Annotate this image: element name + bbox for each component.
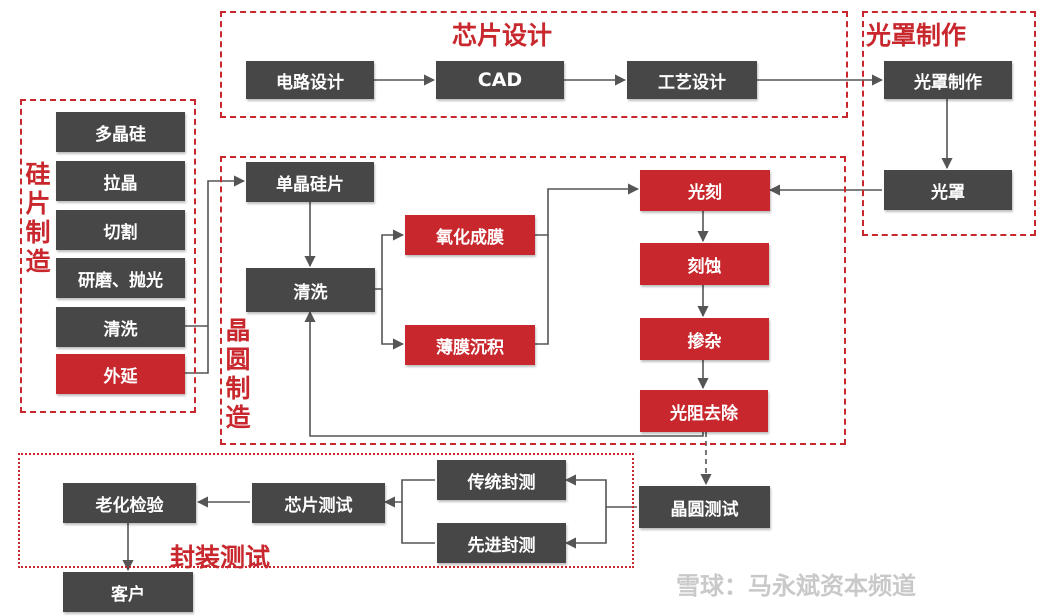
node-aging-test: 老化检验 xyxy=(63,483,196,523)
arrow-epitaxy-to-single-wafer xyxy=(185,175,246,374)
node-cleaning-silicon: 清洗 xyxy=(56,307,185,347)
node-traditional-packaging: 传统封测 xyxy=(437,460,566,500)
region-mask-making xyxy=(862,11,1036,236)
region-chip-design xyxy=(220,11,848,118)
node-advanced-packaging: 先进封测 xyxy=(437,523,566,563)
arrow-wafer-test-to-advanced xyxy=(564,507,607,549)
node-chip-test: 芯片测试 xyxy=(252,483,385,523)
node-photoresist-removal: 光阻去除 xyxy=(640,390,768,432)
arrow-traditional-to-chip-test xyxy=(383,479,435,508)
region-label-wafer-slicing: 硅片制造 xyxy=(25,160,51,276)
node-wafer-test: 晶圆测试 xyxy=(639,486,770,528)
watermark: 雪球：马永斌资本频道 xyxy=(676,572,916,600)
node-cleaning-fab: 清洗 xyxy=(246,268,375,312)
node-process-design: 工艺设计 xyxy=(627,61,757,99)
node-lithography: 光刻 xyxy=(640,170,770,211)
region-label-packaging-test: 封装测试 xyxy=(170,543,271,572)
region-wafer-fab xyxy=(220,156,846,445)
region-label-chip-design: 芯片设计 xyxy=(452,21,553,50)
arrow-cleaning-to-thin-film xyxy=(381,289,405,350)
node-oxidation: 氧化成膜 xyxy=(405,215,535,255)
region-label-wafer-fab: 晶圆制造 xyxy=(225,316,251,432)
line-thin-film-merge xyxy=(535,235,549,345)
arrow-wafer-test-to-traditional xyxy=(564,474,637,508)
node-thin-film: 薄膜沉积 xyxy=(405,325,535,365)
node-crystal-pulling: 拉晶 xyxy=(56,161,185,201)
region-wafer-slicing xyxy=(20,99,196,413)
node-doping: 掺杂 xyxy=(640,318,769,360)
node-mask-making: 光罩制作 xyxy=(884,61,1012,99)
region-packaging-test xyxy=(18,453,634,568)
node-epitaxy: 外延 xyxy=(56,354,185,394)
node-cad: CAD xyxy=(436,61,564,99)
region-label-mask-making: 光罩制作 xyxy=(866,21,967,50)
arrow-cleaning-to-oxidation xyxy=(375,229,405,290)
line-advanced-merge xyxy=(401,502,435,544)
node-customer: 客户 xyxy=(63,572,193,612)
arrow-loop-back-to-cleaning xyxy=(304,310,704,437)
node-single-crystal-wafer: 单晶硅片 xyxy=(246,162,374,202)
node-grinding-polishing: 研磨、抛光 xyxy=(56,258,185,298)
node-polysilicon: 多晶硅 xyxy=(56,112,185,152)
arrow-oxidation-to-lithography xyxy=(535,183,640,236)
node-circuit-design: 电路设计 xyxy=(246,61,374,99)
node-etching: 刻蚀 xyxy=(640,243,769,285)
node-mask: 光罩 xyxy=(884,170,1012,210)
node-cutting: 切割 xyxy=(56,210,185,250)
